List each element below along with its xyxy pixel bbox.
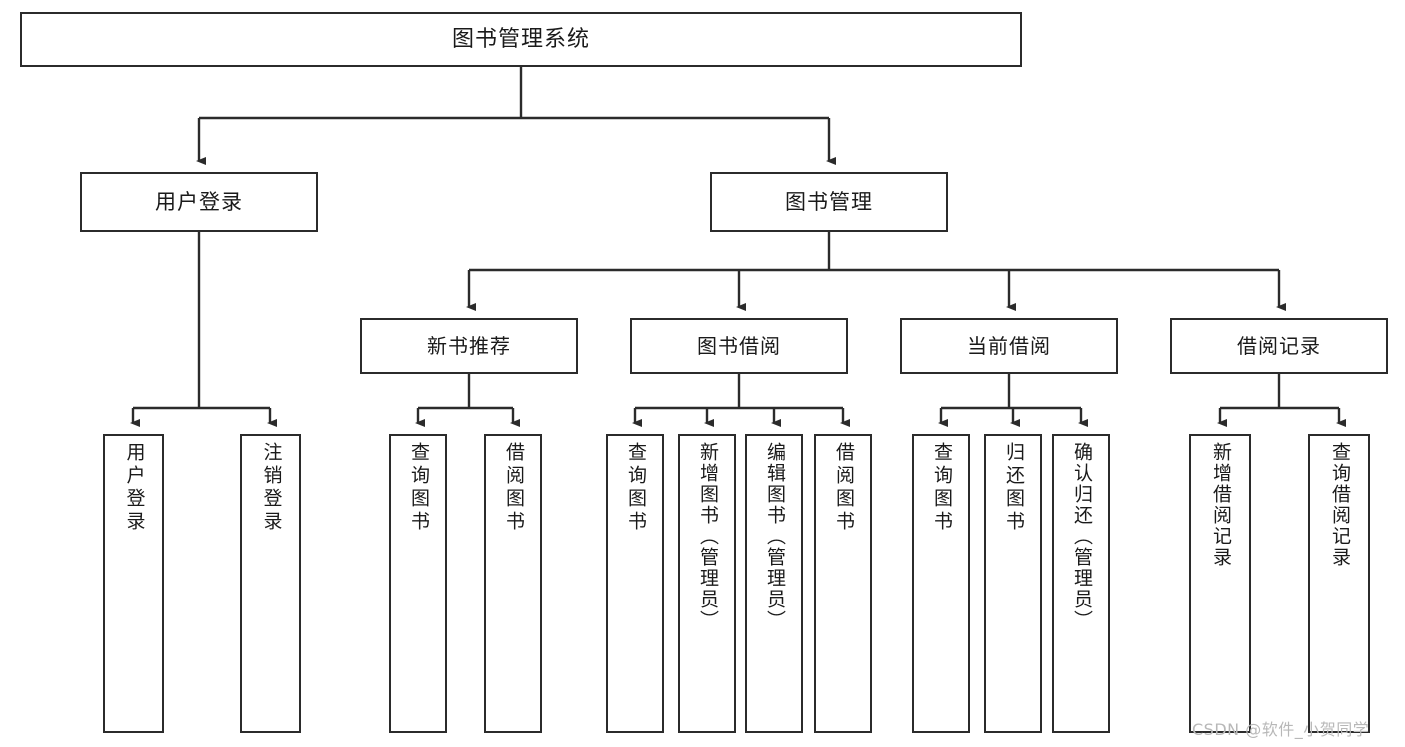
leaf-add-record[interactable]: 新增借阅记录 <box>1189 434 1251 733</box>
node-label: 当前借阅 <box>967 333 1051 358</box>
node-book-borrow[interactable]: 图书借阅 <box>630 318 848 374</box>
leaf-edit-book[interactable]: 编辑图书（管理员） <box>745 434 803 733</box>
node-label: 借阅图书 <box>502 442 525 534</box>
node-book-manage[interactable]: 图书管理 <box>710 172 948 232</box>
node-user-login[interactable]: 用户登录 <box>80 172 318 232</box>
node-label: 查询图书 <box>624 442 647 534</box>
node-label: 新增借阅记录 <box>1209 442 1232 568</box>
leaf-confirm-return[interactable]: 确认归还（管理员） <box>1052 434 1110 733</box>
node-borrow-record[interactable]: 借阅记录 <box>1170 318 1388 374</box>
leaf-query-book-2[interactable]: 查询图书 <box>606 434 664 733</box>
node-label: 图书管理 <box>785 189 873 214</box>
leaf-user-login[interactable]: 用户登录 <box>103 434 164 733</box>
node-label: 用户登录 <box>123 442 146 534</box>
node-label: 确认归还（管理员） <box>1070 442 1093 631</box>
leaf-query-book-3[interactable]: 查询图书 <box>912 434 970 733</box>
node-label: 新增图书（管理员） <box>696 442 719 631</box>
node-current-borrow[interactable]: 当前借阅 <box>900 318 1118 374</box>
node-label: 编辑图书（管理员） <box>763 442 786 631</box>
leaf-query-record[interactable]: 查询借阅记录 <box>1308 434 1370 733</box>
node-label: 新书推荐 <box>427 333 511 358</box>
node-label: 图书借阅 <box>697 333 781 358</box>
leaf-user-logout[interactable]: 注销登录 <box>240 434 301 733</box>
leaf-borrow-book-1[interactable]: 借阅图书 <box>484 434 542 733</box>
node-root[interactable]: 图书管理系统 <box>20 12 1022 67</box>
csdn-watermark: CSDN @软件_小贺同学 <box>1192 720 1370 739</box>
node-label: 借阅记录 <box>1237 333 1321 358</box>
node-label: 查询图书 <box>407 442 430 534</box>
node-label: 用户登录 <box>155 189 243 214</box>
node-label: 查询借阅记录 <box>1328 442 1351 568</box>
leaf-add-book[interactable]: 新增图书（管理员） <box>678 434 736 733</box>
leaf-borrow-book-2[interactable]: 借阅图书 <box>814 434 872 733</box>
leaf-return-book[interactable]: 归还图书 <box>984 434 1042 733</box>
node-new-book-recommend[interactable]: 新书推荐 <box>360 318 578 374</box>
node-label: 查询图书 <box>930 442 953 534</box>
node-label: 图书管理系统 <box>451 26 590 52</box>
node-label: 归还图书 <box>1002 442 1025 534</box>
leaf-query-book-1[interactable]: 查询图书 <box>389 434 447 733</box>
node-label: 注销登录 <box>260 442 283 534</box>
node-label: 借阅图书 <box>832 442 855 534</box>
